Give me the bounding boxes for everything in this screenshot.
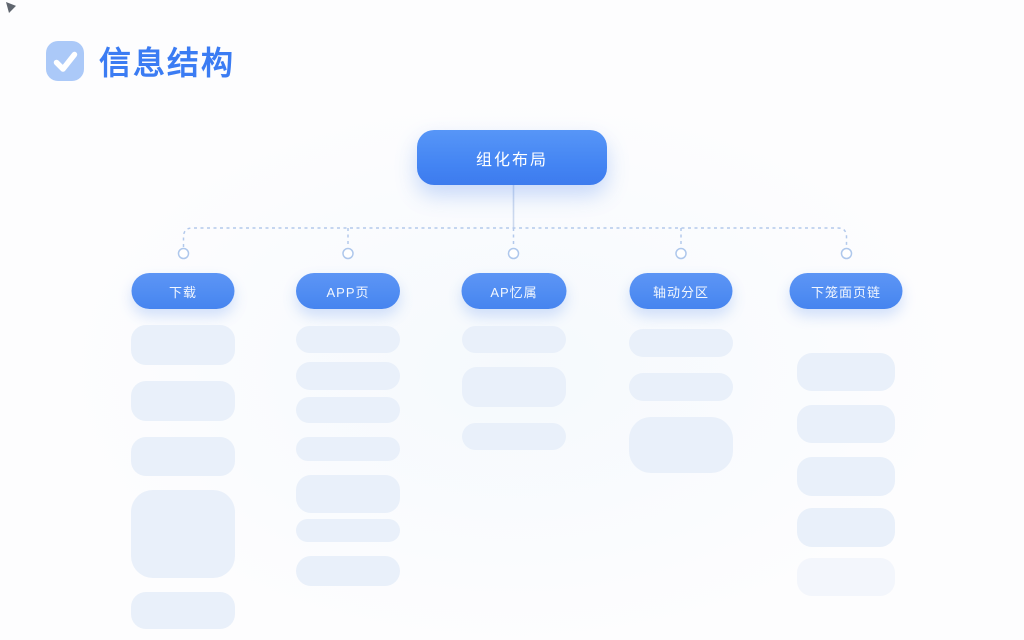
branch-node-label: 下载 xyxy=(168,284,197,300)
root-node-label: 组化布局 xyxy=(475,151,548,169)
placeholder-box xyxy=(131,490,235,578)
placeholder-box xyxy=(629,329,733,357)
placeholder-box xyxy=(797,353,895,391)
placeholder-box xyxy=(797,457,895,496)
branch-column-1: 下载 xyxy=(131,0,235,640)
page-header: 信息结构 xyxy=(46,38,235,84)
check-badge-icon xyxy=(46,41,84,81)
placeholder-box xyxy=(296,326,400,353)
placeholder-box xyxy=(797,558,895,596)
page-title: 信息结构 xyxy=(99,45,236,81)
placeholder-box xyxy=(462,423,566,450)
placeholder-box xyxy=(296,556,400,586)
placeholder-box xyxy=(131,437,235,476)
branch-node-label: 轴动分区 xyxy=(652,284,709,300)
branch-node-label: AP忆属 xyxy=(490,284,538,300)
placeholder-box xyxy=(131,381,235,421)
root-node[interactable]: 组化布局 xyxy=(417,130,607,185)
branch-node[interactable]: 轴动分区 xyxy=(629,273,733,309)
placeholder-box xyxy=(296,362,400,390)
branch-column-3: AP忆属 xyxy=(461,0,567,640)
placeholder-box xyxy=(462,326,566,353)
branch-column-4: 轴动分区 xyxy=(629,0,733,640)
placeholder-box xyxy=(131,592,235,629)
placeholder-box xyxy=(462,367,566,407)
check-icon xyxy=(53,51,78,72)
branch-node-label: 下笼面页链 xyxy=(810,284,881,300)
placeholder-box xyxy=(629,373,733,401)
placeholder-box xyxy=(131,325,235,365)
branch-node-label: APP页 xyxy=(326,284,370,300)
placeholder-box xyxy=(296,475,400,513)
branch-node[interactable]: APP页 xyxy=(296,273,400,309)
placeholder-box xyxy=(296,519,400,542)
placeholder-box xyxy=(797,508,895,547)
branch-node[interactable]: AP忆属 xyxy=(461,273,567,309)
placeholder-box xyxy=(296,397,400,423)
placeholder-box xyxy=(296,437,400,461)
branch-column-5: 下笼面页链 xyxy=(789,0,903,640)
placeholder-box xyxy=(797,405,895,443)
placeholder-box xyxy=(629,417,733,473)
corner-artifact xyxy=(6,2,16,13)
branch-node[interactable]: 下笼面页链 xyxy=(789,273,903,309)
branch-column-2: APP页 xyxy=(296,0,400,640)
branch-node[interactable]: 下载 xyxy=(131,273,235,309)
